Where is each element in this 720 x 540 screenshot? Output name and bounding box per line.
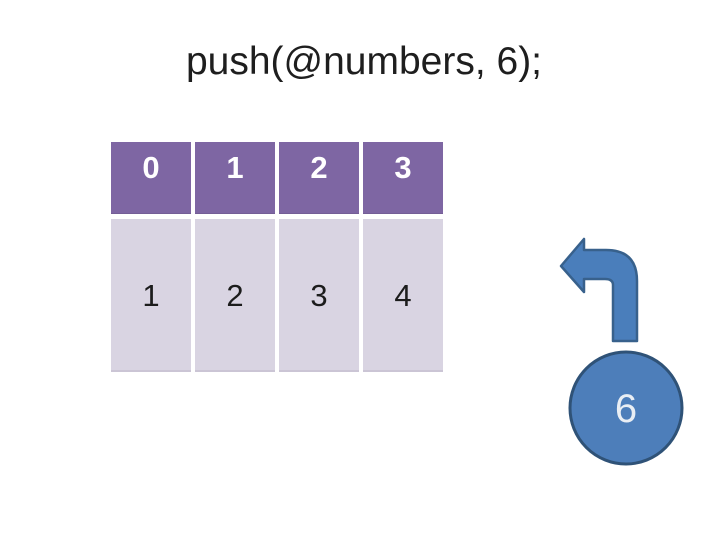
array-value-label: 1 bbox=[142, 277, 160, 313]
array-index-cell: 0 bbox=[111, 142, 191, 214]
bent-up-left-arrow-icon bbox=[559, 237, 639, 343]
array-table: 0 1 2 3 1 2 3 4 bbox=[111, 142, 443, 372]
array-index-cell: 2 bbox=[279, 142, 359, 214]
array-value-cell: 4 bbox=[363, 219, 443, 372]
array-index-label: 2 bbox=[310, 150, 328, 185]
array-index-label: 1 bbox=[226, 150, 244, 185]
array-value-label: 4 bbox=[394, 277, 412, 313]
slide-title: push(@numbers, 6); bbox=[185, 40, 543, 83]
array-index-cell: 1 bbox=[195, 142, 275, 214]
array-index-label: 3 bbox=[394, 150, 412, 185]
array-value-label: 3 bbox=[310, 277, 328, 313]
array-value-cell: 3 bbox=[279, 219, 359, 372]
array-value-cell: 2 bbox=[195, 219, 275, 372]
array-index-cell: 3 bbox=[363, 142, 443, 214]
array-value-label: 2 bbox=[226, 277, 244, 313]
pushed-value-circle bbox=[568, 350, 684, 466]
array-value-cell: 1 bbox=[111, 219, 191, 372]
array-index-label: 0 bbox=[142, 150, 160, 185]
push-illustration: 6 bbox=[559, 237, 684, 466]
pushed-value-label: 6 bbox=[615, 387, 637, 431]
